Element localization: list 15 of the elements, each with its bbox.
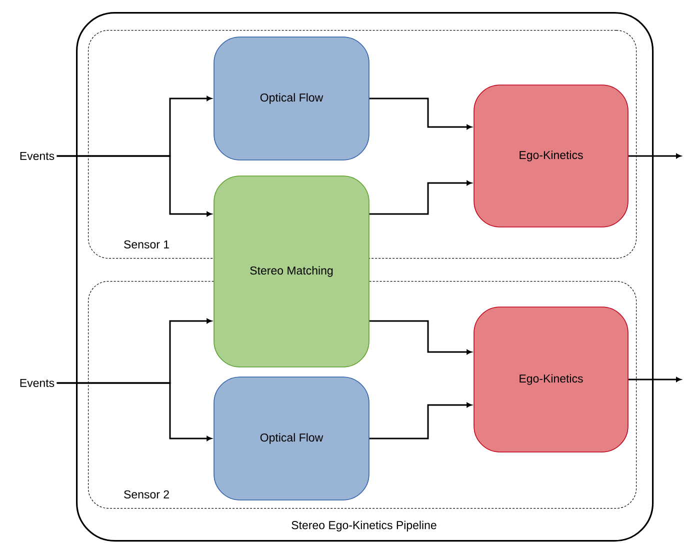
arrow [369, 320, 472, 354]
arrow [369, 402, 472, 440]
arrow [56, 382, 212, 441]
arrow [369, 180, 472, 215]
stereo-matching-box: Stereo Matching [214, 176, 370, 368]
input-label: Events [20, 379, 54, 388]
optical-flow-box: Optical Flow [214, 376, 370, 500]
arrow [369, 98, 472, 130]
ego-kinetics-box: Ego-Kinetics [474, 306, 628, 452]
input-label: Events [20, 152, 54, 160]
arrow [56, 155, 212, 216]
optical-flow-box: Optical Flow [214, 36, 370, 160]
arrow [628, 154, 682, 158]
arrow [628, 377, 682, 382]
ego-kinetics-box: Ego-Kinetics [474, 84, 628, 228]
